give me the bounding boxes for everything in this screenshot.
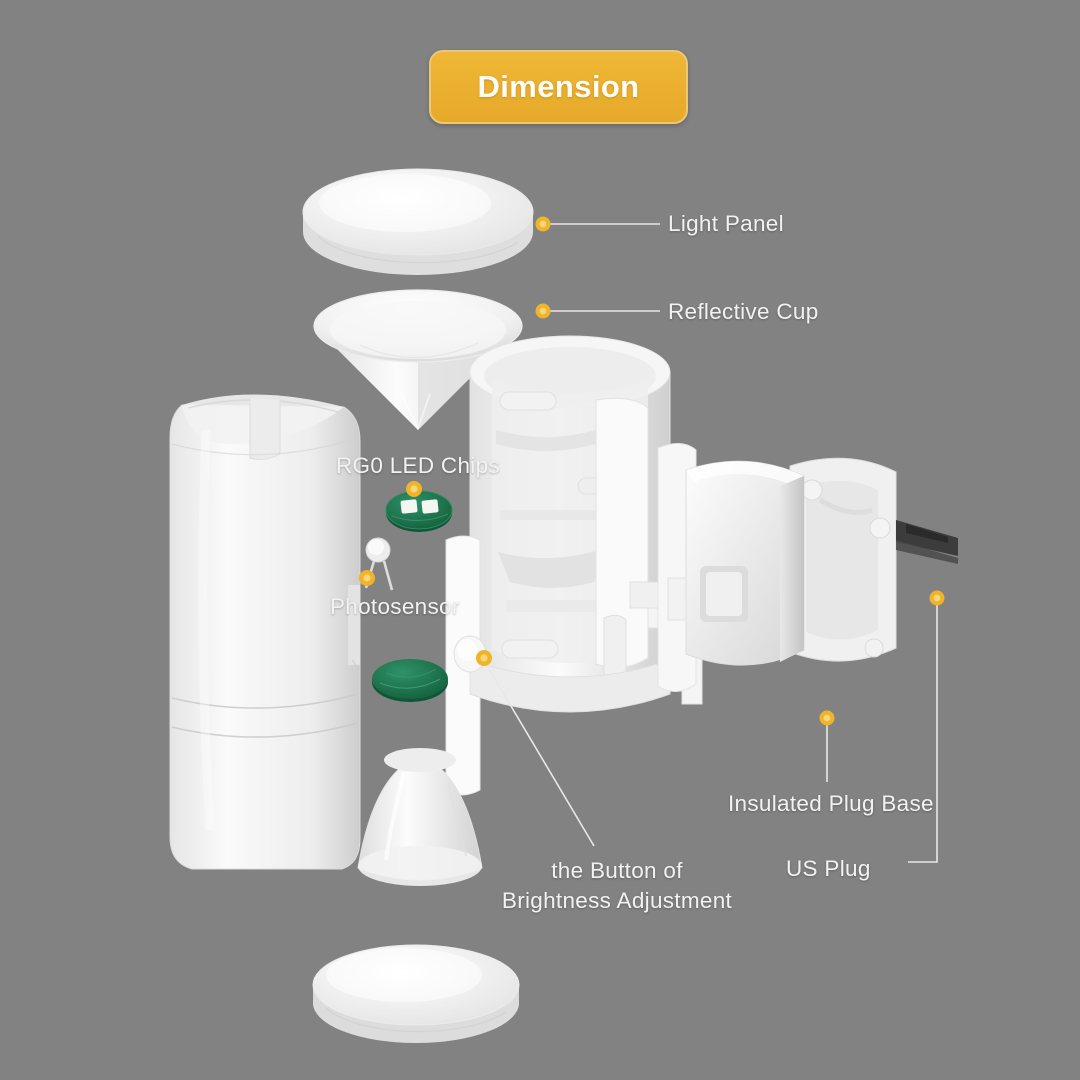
marker-dot-rgb-led-chips[interactable]	[406, 481, 422, 497]
part-led-board-upper	[385, 490, 453, 532]
dimension-title-text: Dimension	[477, 69, 640, 104]
marker-dot-brightness-button[interactable]	[476, 650, 492, 666]
dimension-title-badge: Dimension	[429, 50, 688, 124]
part-insulated-plug-base	[667, 457, 897, 666]
part-light-panel-top	[302, 168, 534, 275]
callout-label-insulated-plug-base: Insulated Plug Base	[728, 791, 934, 816]
callout-label-light-panel: Light Panel	[668, 211, 784, 236]
part-outer-shell	[169, 394, 361, 870]
marker-dot-light-panel[interactable]	[535, 216, 551, 232]
marker-dot-insulated-plug-base[interactable]	[819, 710, 835, 726]
marker-dot-reflective-cup[interactable]	[535, 303, 551, 319]
callout-label-rgb-led-chips: RG0 LED Chips	[336, 453, 500, 478]
leader-us-plug	[908, 604, 938, 863]
part-led-board-lower	[372, 659, 448, 702]
part-reflective-cup-top	[313, 289, 523, 431]
callout-label-photosensor: Photosensor	[330, 594, 460, 619]
part-us-plug	[896, 520, 958, 564]
callout-label-reflective-cup: Reflective Cup	[668, 299, 819, 324]
callout-label-brightness-button-line1: the Button of	[551, 858, 683, 883]
part-light-panel-bottom	[312, 944, 520, 1043]
part-inner-housing	[445, 335, 703, 796]
callout-label-us-plug: US Plug	[786, 856, 871, 881]
part-reflective-cup-bottom	[357, 748, 483, 886]
marker-dot-photosensor[interactable]	[359, 570, 375, 586]
callout-label-brightness-button-line2: Brightness Adjustment	[501, 887, 733, 913]
callout-label-brightness-button: the Button of Brightness Adjustment	[494, 856, 740, 915]
marker-dot-us-plug[interactable]	[929, 590, 945, 606]
leader-brightness-button	[485, 663, 595, 847]
